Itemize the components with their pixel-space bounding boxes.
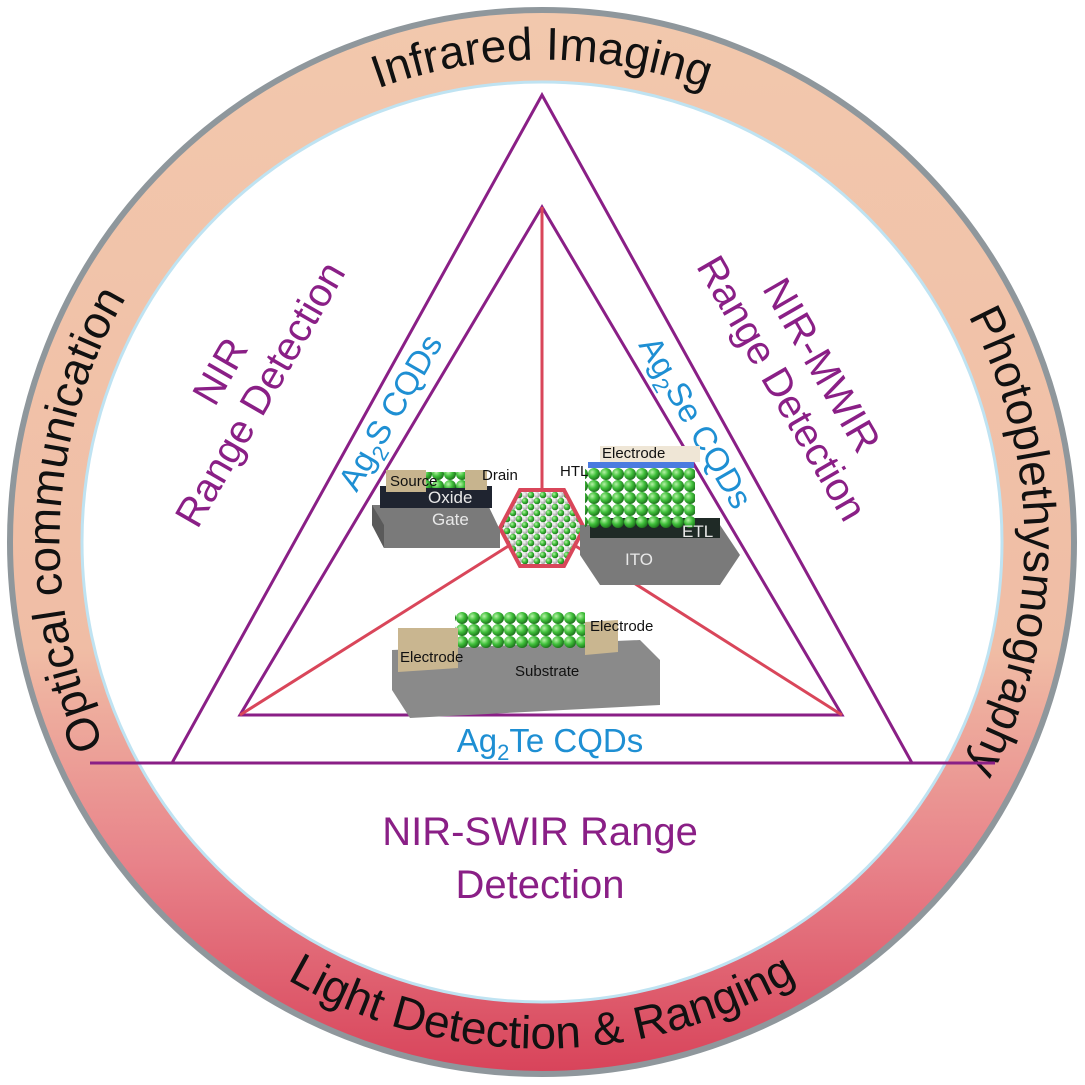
oxide-label: Oxide bbox=[428, 488, 472, 507]
ag2te-label: Ag2Te CQDs bbox=[457, 722, 643, 765]
transistor-device: Source Drain Oxide Gate bbox=[372, 467, 518, 548]
crystal-lattice-hexagon bbox=[497, 488, 587, 568]
substrate-label: Substrate bbox=[515, 663, 579, 680]
drain-label: Drain bbox=[482, 467, 518, 484]
source-label: Source bbox=[390, 473, 438, 490]
photodiode-electrode-label: Electrode bbox=[602, 445, 665, 462]
ito-label: ITO bbox=[625, 550, 653, 569]
htl-label: HTL bbox=[560, 463, 588, 480]
photodiode-device: Electrode HTL ETL ITO bbox=[560, 445, 740, 585]
region-bottom-line2: Detection bbox=[456, 863, 625, 907]
gate-label: Gate bbox=[432, 510, 469, 529]
electrode-left-label: Electrode bbox=[400, 649, 463, 666]
etl-label: ETL bbox=[682, 522, 713, 541]
region-bottom-line1: NIR-SWIR Range bbox=[382, 810, 698, 854]
photoconductor-device: Electrode Electrode Substrate bbox=[392, 612, 660, 718]
electrode-right-label: Electrode bbox=[590, 618, 653, 635]
region-bottom: NIR-SWIR Range Detection bbox=[382, 810, 698, 907]
